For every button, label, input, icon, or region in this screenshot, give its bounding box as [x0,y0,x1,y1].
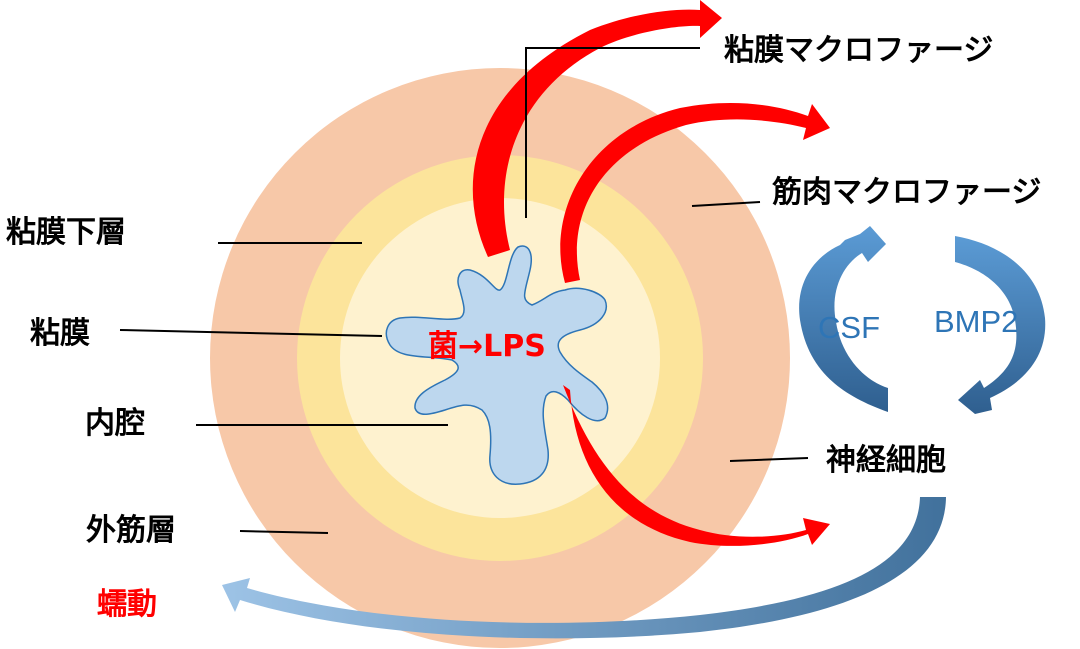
red-arrow-to-mucosal-macrophage [472,0,722,257]
lumen-shape [385,245,609,485]
label-muscle-macrophage: 筋肉マクロファージ [772,175,1041,210]
bmp2-arrow [955,236,1046,414]
label-peristalsis: 蠕動 [97,587,157,622]
label-outer-muscle-layer: 外筋層 [86,513,176,548]
label-lumen: 内腔 [85,406,145,441]
red-arrow-to-neuron [563,385,830,546]
leader-mucosa [119,329,383,337]
label-csf: CSF [818,310,880,345]
leader-lines [119,47,809,534]
label-mucosal-macrophage: 粘膜マクロファージ [724,33,993,68]
label-neuron: 神経細胞 [826,443,946,478]
leader-mucosal-macrophage [525,47,700,218]
csf-arrow [799,226,888,412]
label-bacteria-lps: 菌→LPS [428,329,546,364]
leader-outer-muscle [239,530,329,534]
label-submucosa: 粘膜下層 [6,215,126,250]
red-arrow-to-muscle-macrophage [560,102,830,284]
leader-muscle-macrophage [691,201,761,207]
leader-neuron [729,457,809,462]
label-mucosa: 粘膜 [30,316,90,351]
label-bmp2: BMP2 [934,304,1018,339]
